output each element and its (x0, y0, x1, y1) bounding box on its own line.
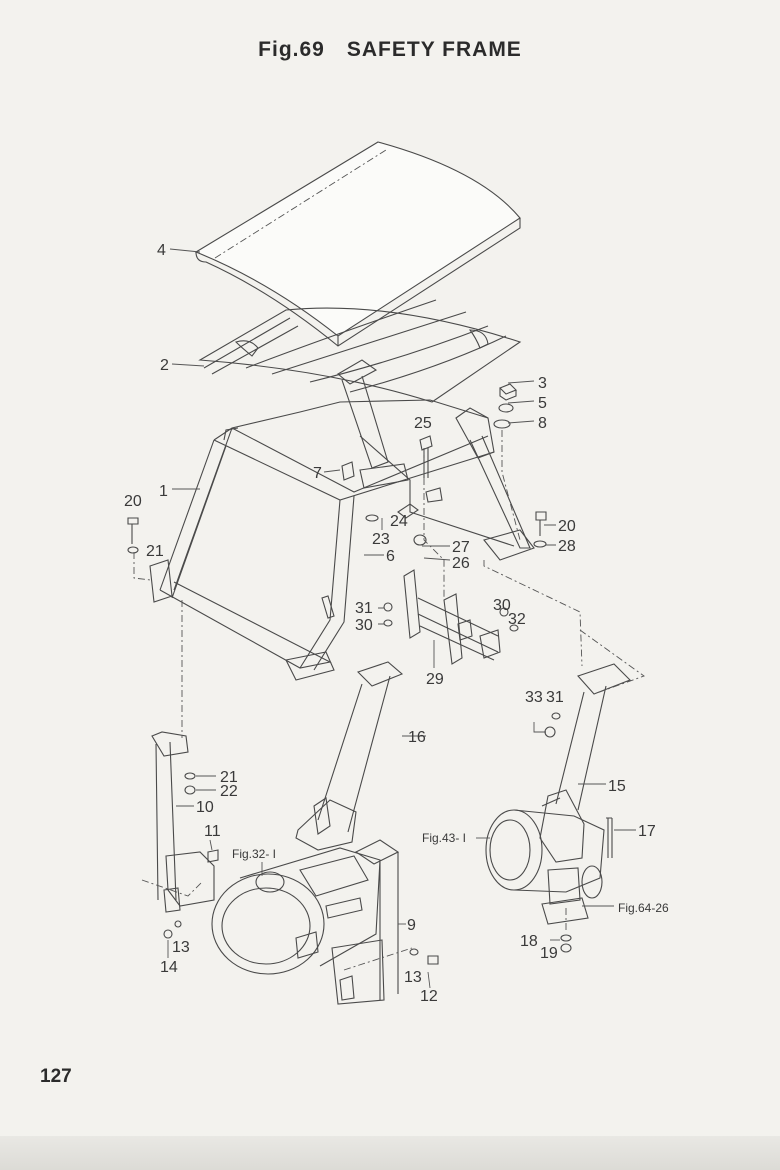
label-part-15: 15 (608, 778, 626, 795)
part-number-labels: 4 2 1 3 5 8 25 7 20 21 20 28 24 23 6 27 … (124, 242, 669, 1005)
label-part-5: 5 (538, 395, 547, 412)
ref-fig43: Fig.43- I (422, 831, 466, 845)
label-part-6: 6 (386, 548, 395, 565)
hardware-fasteners (127, 383, 613, 965)
label-part-10: 10 (196, 799, 214, 816)
label-part-21-upper: 21 (146, 543, 164, 560)
label-part-18: 18 (520, 933, 538, 950)
ref-fig64: Fig.64-26 (618, 901, 669, 915)
ref-fig32: Fig.32- I (232, 847, 276, 861)
label-part-27: 27 (452, 539, 470, 556)
figure-name: SAFETY FRAME (346, 38, 522, 61)
label-part-21-lower: 21 (220, 769, 238, 786)
canopy-roof (194, 141, 521, 347)
label-part-30-right: 30 (493, 597, 511, 614)
label-part-13-left: 13 (172, 939, 190, 956)
post-15 (539, 663, 631, 863)
label-part-28: 28 (558, 538, 576, 555)
label-part-31-left: 31 (355, 600, 373, 617)
post-16 (295, 661, 404, 851)
label-part-17: 17 (638, 823, 656, 840)
label-part-1: 1 (159, 483, 168, 500)
label-part-22: 22 (220, 783, 238, 800)
label-part-2: 2 (160, 357, 169, 374)
label-part-31-right: 31 (546, 689, 564, 706)
axle-housing-fig43 (485, 809, 605, 925)
label-part-7: 7 (313, 465, 322, 482)
label-part-11: 11 (204, 823, 221, 840)
label-part-30-left: 30 (355, 617, 373, 634)
scan-edge (0, 1136, 780, 1170)
bracket-9 (331, 839, 400, 1005)
canopy-frame (198, 299, 522, 469)
label-part-23: 23 (372, 531, 390, 548)
label-part-19: 19 (540, 945, 558, 962)
label-part-13-right: 13 (404, 969, 422, 986)
page-number: 127 (40, 1066, 72, 1087)
label-part-33: 33 (525, 689, 543, 706)
alignment-lines (133, 430, 645, 971)
label-part-32: 32 (508, 611, 526, 628)
label-part-9: 9 (407, 917, 416, 934)
bracket-29 (403, 569, 501, 665)
leader-lines (167, 248, 636, 989)
label-part-29: 29 (426, 671, 444, 688)
label-part-25: 25 (414, 415, 432, 432)
label-part-3: 3 (538, 375, 547, 392)
label-part-24: 24 (390, 513, 408, 530)
label-part-12: 12 (420, 988, 438, 1005)
figure-number: Fig.69 (258, 38, 325, 61)
label-part-14: 14 (160, 959, 178, 976)
label-part-8: 8 (538, 415, 547, 432)
clutch-housing-fig32 (211, 847, 381, 975)
label-part-16: 16 (408, 729, 426, 746)
bracket-10 (151, 731, 215, 913)
label-part-20-left: 20 (124, 493, 142, 510)
label-part-20-right: 20 (558, 518, 576, 535)
figure-title: Fig.69 SAFETY FRAME (0, 38, 780, 62)
label-part-4: 4 (157, 242, 166, 259)
safety-frame-main (149, 399, 535, 681)
label-part-26: 26 (452, 555, 470, 572)
